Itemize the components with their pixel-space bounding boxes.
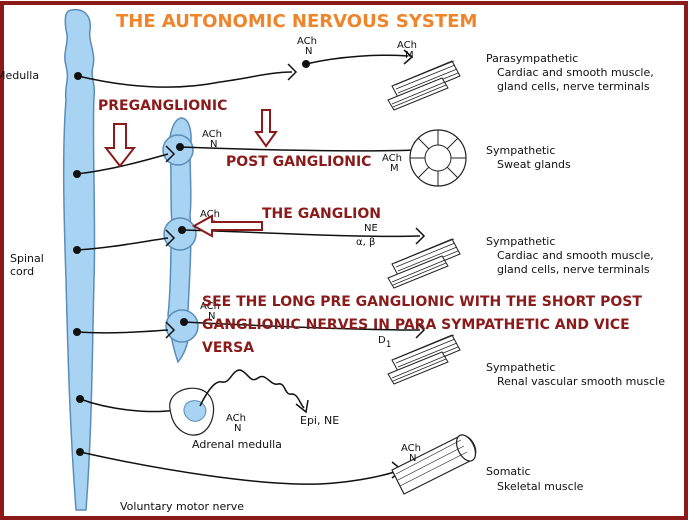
note-line-1: SEE THE LONG PRE GANGLIONIC WITH THE SHO…	[202, 294, 642, 310]
ganglion-3	[165, 309, 199, 343]
spinal-cord	[62, 8, 96, 511]
pathway-target: Skeletal muscle	[497, 480, 584, 493]
pathway-sympathetic-cardiac: ACh N NE α, β Sympathetic Cardiac and sm…	[73, 209, 654, 289]
epi-label: Epi, NE	[300, 414, 339, 427]
page-title: THE AUTONOMIC NERVOUS SYSTEM	[116, 11, 477, 32]
postganglionic-label: POST GANGLIONIC	[226, 154, 371, 170]
pathway-adrenal: ACh N Epi, NE Adrenal medulla	[76, 369, 339, 451]
sweat-gland	[409, 129, 467, 187]
ach-label: ACh	[397, 40, 417, 51]
ganglion-arrow	[191, 214, 263, 238]
pathway-target: gland cells, nerve terminals	[497, 80, 650, 93]
n-label: N	[208, 311, 215, 322]
preganglionic-label: PREGANGLIONIC	[98, 98, 227, 114]
ach-label: ACh	[202, 129, 222, 140]
pathway-type: Sympathetic	[486, 235, 555, 248]
ach-label: ACh	[226, 413, 246, 424]
pathway-parasympathetic: ACh N ACh M Parasympathetic Cardiac and …	[74, 36, 654, 111]
skeletal-muscle	[391, 434, 477, 495]
ach-label: ACh	[200, 209, 220, 220]
preganglionic-arrow	[103, 123, 137, 168]
pathway-target: gland cells, nerve terminals	[497, 263, 650, 276]
d-label: D1	[378, 335, 391, 350]
ne-label: NE	[364, 223, 378, 234]
pathway-sympathetic-sweat: ACh N ACh M Sympathetic Sweat glands	[73, 129, 571, 187]
pathway-target: Sweat glands	[497, 158, 571, 171]
ach-label: ACh	[382, 153, 402, 164]
medulla-label: Medulla	[0, 69, 39, 82]
cord-label: cord	[10, 265, 34, 278]
m-label: M	[390, 163, 399, 174]
postganglionic-arrow	[254, 109, 278, 148]
pathway-target: Cardiac and smooth muscle,	[497, 66, 654, 79]
ach-label: ACh	[200, 301, 220, 312]
pathway-target: Cardiac and smooth muscle,	[497, 249, 654, 262]
pathway-type: Sympathetic	[486, 361, 555, 374]
ach-label: ACh	[401, 443, 421, 454]
pathway-type: Somatic	[486, 465, 531, 478]
ganglion-2	[163, 217, 197, 251]
pathway-sympathetic-renal: ACh N D1 Sympathetic Renal vascular smoo…	[73, 301, 665, 388]
n-label: N	[409, 453, 416, 464]
m-label: M	[405, 50, 414, 61]
note-line-3: VERSA	[202, 340, 254, 356]
n-label: N	[234, 423, 241, 434]
voluntary-label: Voluntary motor nerve	[120, 500, 244, 513]
ach-label: ACh	[297, 36, 317, 47]
alpha-beta-label: α, β	[356, 237, 375, 248]
pathway-somatic: ACh N Somatic Skeletal muscle Voluntary …	[76, 434, 584, 513]
pathway-type: Sympathetic	[486, 144, 555, 157]
pathway-type: Parasympathetic	[486, 52, 578, 65]
pathway-target: Renal vascular smooth muscle	[497, 375, 665, 388]
spinal-label: Spinal	[10, 252, 44, 265]
ganglion-label: THE GANGLION	[262, 206, 381, 222]
n-label: N	[210, 139, 217, 150]
n-label: N	[305, 46, 312, 57]
note-line-2: GANGLIONIC NERVES IN PARA SYMPATHETIC AN…	[202, 317, 630, 333]
adrenal-label: Adrenal medulla	[192, 438, 282, 451]
